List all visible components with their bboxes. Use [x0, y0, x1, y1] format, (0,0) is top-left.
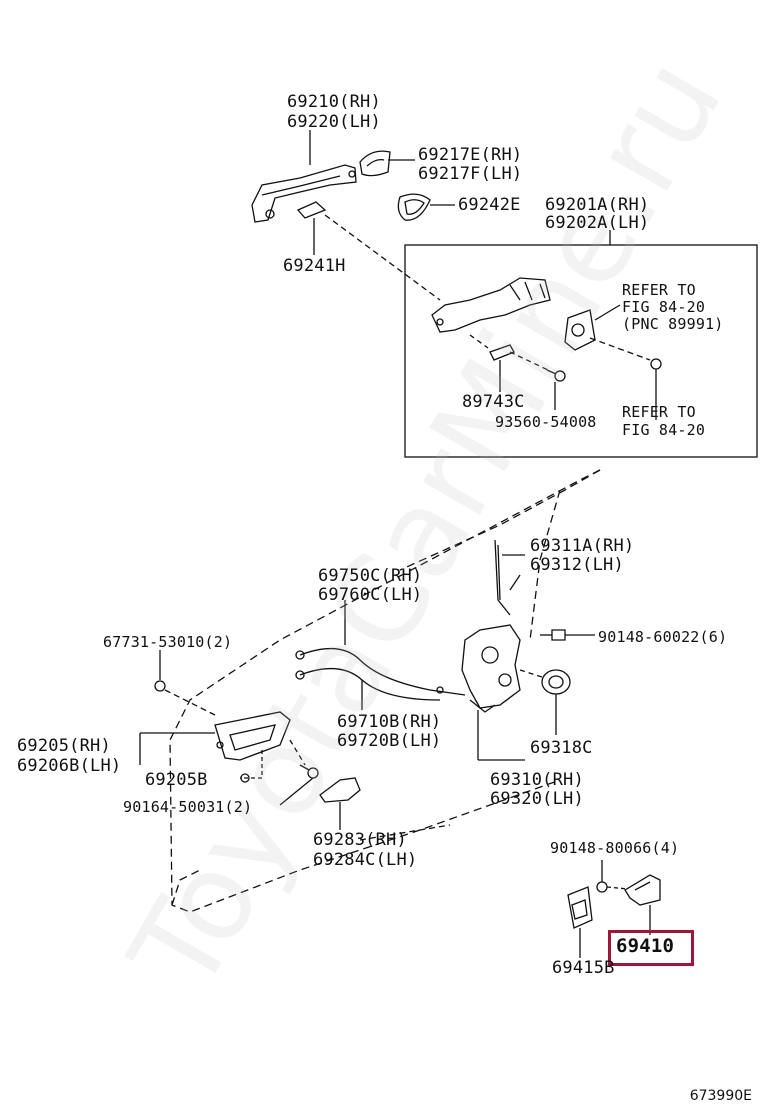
clip-part[interactable] — [489, 344, 515, 361]
label-69750c[interactable]: 69750C(RH) — [318, 566, 423, 586]
label-69205b[interactable]: 69205B — [145, 770, 208, 790]
striker-bolt-part[interactable] — [596, 881, 608, 893]
highlight-box — [608, 930, 694, 966]
label-69410[interactable]: 69410 — [616, 935, 675, 957]
label-69318c[interactable]: 69318C — [530, 738, 593, 758]
refer-text-1c: (PNC 89991) — [622, 315, 724, 333]
sub-assembly-box — [404, 244, 758, 458]
label-69283[interactable]: 69283(RH) — [313, 830, 407, 850]
refer-text-2b[interactable]: FIG 84-20 — [622, 421, 706, 439]
pad-69242e-part[interactable] — [397, 193, 431, 221]
striker-part[interactable] — [624, 874, 661, 906]
refer-text-1a: REFER TO — [622, 281, 696, 299]
label-69710b[interactable]: 69710B(RH) — [337, 712, 442, 732]
bezel-screw-part[interactable] — [240, 773, 250, 783]
cover-part[interactable] — [319, 777, 361, 803]
cable-part[interactable] — [295, 647, 466, 701]
label-69205[interactable]: 69205(RH) — [17, 736, 111, 756]
refer-text-2a: REFER TO — [622, 403, 696, 421]
screw-93560-part[interactable] — [546, 369, 566, 382]
label-69415b[interactable]: 69415B — [552, 958, 615, 978]
label-69220[interactable]: 69220(LH) — [287, 112, 381, 132]
handle-cap-part[interactable] — [359, 150, 391, 177]
label-69284c[interactable]: 69284C(LH) — [313, 850, 418, 870]
label-69241h[interactable]: 69241H — [283, 256, 346, 276]
plug-part[interactable] — [154, 680, 166, 692]
lock-bolt-part[interactable] — [540, 629, 566, 641]
label-89743c[interactable]: 89743C — [462, 392, 525, 412]
outside-handle-part[interactable] — [251, 164, 357, 223]
figure-id: 673990E — [689, 1088, 752, 1104]
label-69320[interactable]: 69320(LH) — [490, 789, 584, 809]
refer-text-1b[interactable]: FIG 84-20 — [622, 298, 706, 316]
label-67731[interactable]: 67731-53010(2) — [103, 633, 233, 651]
grommet-part[interactable] — [541, 669, 571, 695]
striker-plate-part[interactable] — [567, 886, 593, 929]
frame-part[interactable] — [431, 277, 551, 333]
label-69312[interactable]: 69312(LH) — [530, 555, 624, 575]
lock-cylinder-part[interactable] — [564, 309, 596, 351]
label-90148-80066[interactable]: 90148-80066(4) — [550, 839, 680, 857]
label-93560[interactable]: 93560-54008 — [495, 413, 597, 431]
label-69217e[interactable]: 69217E(RH) — [418, 145, 523, 165]
label-69242e[interactable]: 69242E — [458, 195, 521, 215]
label-69310[interactable]: 69310(RH) — [490, 770, 584, 790]
label-69760c[interactable]: 69760C(LH) — [318, 585, 423, 605]
label-69217f[interactable]: 69217F(LH) — [418, 164, 523, 184]
label-69202a[interactable]: 69202A(LH) — [545, 213, 650, 233]
pad-69241h-part[interactable] — [296, 201, 327, 219]
label-69210[interactable]: 69210(RH) — [287, 92, 381, 112]
label-69201a[interactable]: 69201A(RH) — [545, 195, 650, 215]
label-69206b[interactable]: 69206B(LH) — [17, 756, 122, 776]
label-90164[interactable]: 90164-50031(2) — [123, 798, 253, 816]
label-90148-60022[interactable]: 90148-60022(6) — [598, 628, 728, 646]
door-lock-assembly-part[interactable] — [461, 624, 521, 713]
label-69720b[interactable]: 69720B(LH) — [337, 731, 442, 751]
screw-90164-part[interactable] — [299, 764, 319, 779]
inside-handle-part[interactable] — [214, 711, 291, 761]
rod-part[interactable] — [494, 539, 511, 616]
label-69311a[interactable]: 69311A(RH) — [530, 536, 635, 556]
bolt-refer-part[interactable] — [650, 358, 662, 420]
